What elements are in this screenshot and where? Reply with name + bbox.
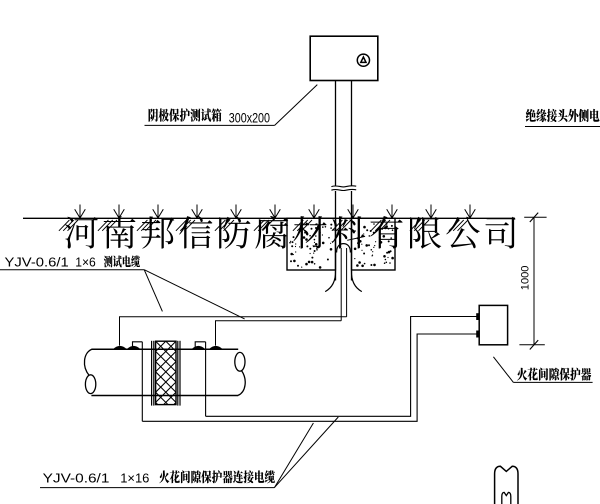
- svg-text:YJV-0.6/1: YJV-0.6/1: [5, 255, 69, 270]
- svg-text:1×16: 1×16: [120, 471, 149, 486]
- svg-text:YJV-0.6/1: YJV-0.6/1: [43, 471, 110, 486]
- svg-text:300x200: 300x200: [229, 110, 270, 126]
- svg-text:1×6: 1×6: [75, 255, 96, 270]
- svg-text:1000: 1000: [520, 266, 532, 291]
